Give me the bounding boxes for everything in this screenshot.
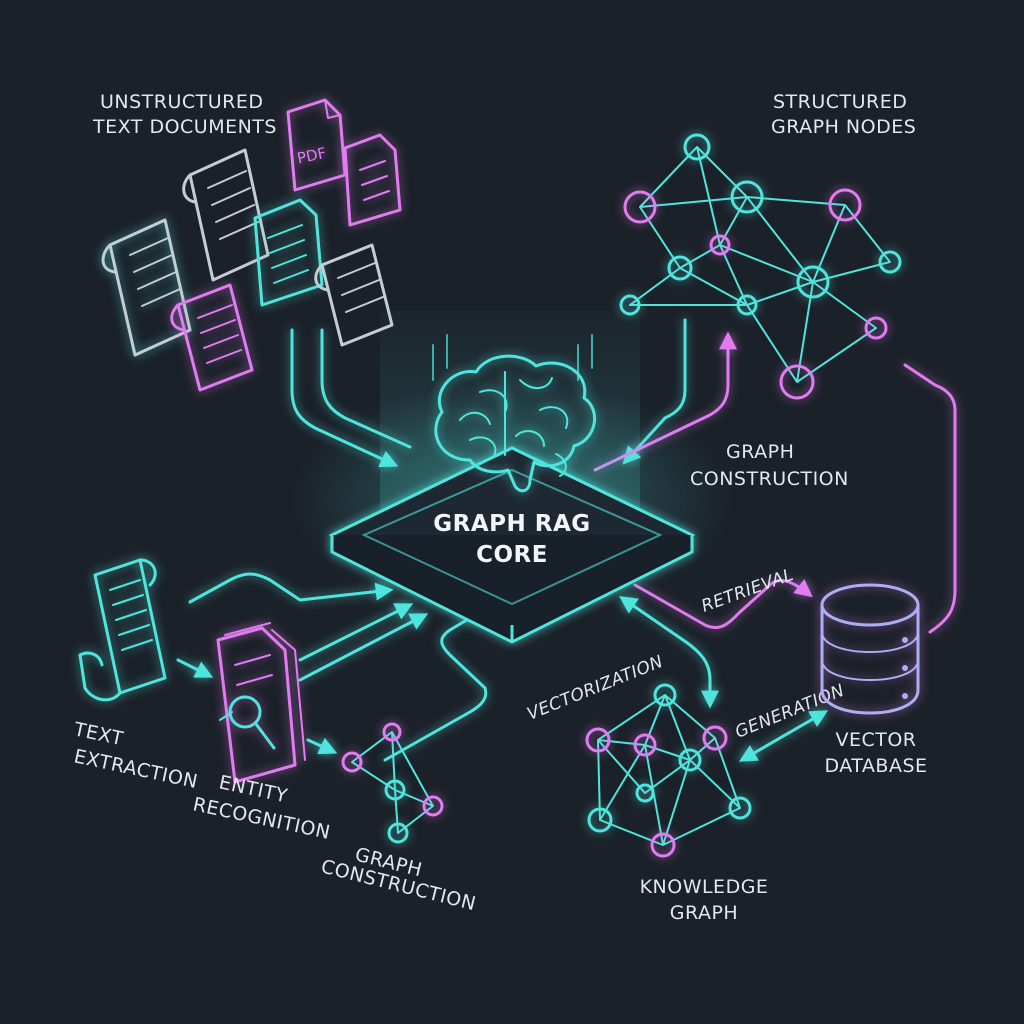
graph-node: [653, 683, 677, 707]
graph-node: [878, 250, 902, 274]
document-icon: [343, 133, 402, 227]
document-icon: [253, 198, 324, 307]
structured-label-line1: STRUCTURED: [773, 91, 907, 113]
graph-node: [387, 822, 409, 844]
graph-rag-core: GRAPH RAG CORE: [292, 310, 732, 644]
graph-node: [796, 265, 830, 299]
graph-node: [728, 796, 752, 820]
document-icon: [182, 148, 270, 282]
core-platform: [328, 446, 696, 644]
core-label-line2: CORE: [476, 542, 548, 568]
structured-label-line2: GRAPH NODES: [771, 116, 916, 138]
unstructured-label-line1: UNSTRUCTURED: [100, 91, 264, 113]
structured-graph-edges: [629, 146, 891, 383]
graph-node: [736, 294, 758, 316]
graph-node: [635, 783, 655, 803]
graph-node: [709, 234, 731, 256]
graph-node: [585, 727, 611, 753]
retrieval-label: RETRIEVAL: [699, 565, 797, 617]
knowledge-graph-group: [585, 683, 752, 858]
graph-node: [587, 807, 613, 833]
graph-node: [864, 316, 888, 340]
graph-node: [623, 190, 657, 224]
generation-arrow: [738, 710, 829, 762]
knowledge-graph-edges: [597, 694, 741, 846]
graph-node: [341, 751, 363, 773]
entity-recognition-icon: [216, 622, 306, 784]
mini-graph-icon: [341, 722, 444, 844]
pdf-file-icon: PDF: [286, 98, 347, 192]
arrow-graph-to-core-left: [383, 613, 488, 762]
brain-icon: [434, 354, 596, 493]
text-extraction-icon: [78, 558, 167, 702]
graph-node: [678, 748, 702, 772]
graph-node: [633, 733, 657, 757]
graph-construction-right-line2: CONSTRUCTION: [690, 468, 849, 490]
arrow-docs-to-core-2: [320, 328, 412, 449]
knowledge-graph-label-line1: KNOWLEDGE: [640, 876, 769, 898]
vectorization-arrow: [619, 595, 719, 709]
vector-database-label-line2: DATABASE: [824, 755, 927, 777]
structured-graph-group: STRUCTURED GRAPH NODES: [619, 91, 916, 400]
arrow-entity-to-core-2: [298, 613, 429, 682]
graph-node: [779, 364, 815, 400]
vector-database-label-line1: VECTOR: [835, 729, 916, 751]
graph-node: [384, 779, 406, 801]
graph-node: [422, 795, 444, 817]
pdf-icon-label: PDF: [296, 144, 328, 168]
graph-node: [650, 832, 676, 858]
graph-node: [683, 133, 711, 161]
arrow-entity-to-graph: [306, 737, 338, 755]
graph-node: [730, 180, 764, 214]
knowledge-graph-label-line2: GRAPH: [670, 902, 738, 924]
document-icon: [101, 218, 192, 357]
graph-node: [382, 722, 402, 742]
graph-node: [667, 255, 693, 281]
arrow-entity-to-core: [298, 603, 414, 662]
db-to-graph-connector: [903, 363, 957, 634]
unstructured-documents-group: PDF UNSTRUCTURED TEXT DOCUMENTS: [92, 91, 402, 392]
graph-node: [828, 188, 862, 222]
core-label-line1: GRAPH RAG: [433, 511, 590, 537]
arrow-core-to-graph: [593, 331, 737, 472]
arrow-text-to-entity: [176, 658, 214, 678]
unstructured-label-line2: TEXT DOCUMENTS: [92, 116, 277, 138]
vectorization-label: VECTORIZATION: [524, 652, 666, 725]
text-extraction-label-line2: EXTRACTION: [72, 745, 200, 793]
beam-lines: [432, 334, 593, 381]
vector-database-icon: [820, 583, 920, 715]
graph-node: [702, 725, 728, 751]
graph-construction-right-line1: GRAPH: [726, 441, 794, 463]
arrow-docs-to-core-1: [290, 328, 399, 468]
document-icon: [170, 283, 254, 392]
arrow-text-to-core: [188, 572, 394, 604]
